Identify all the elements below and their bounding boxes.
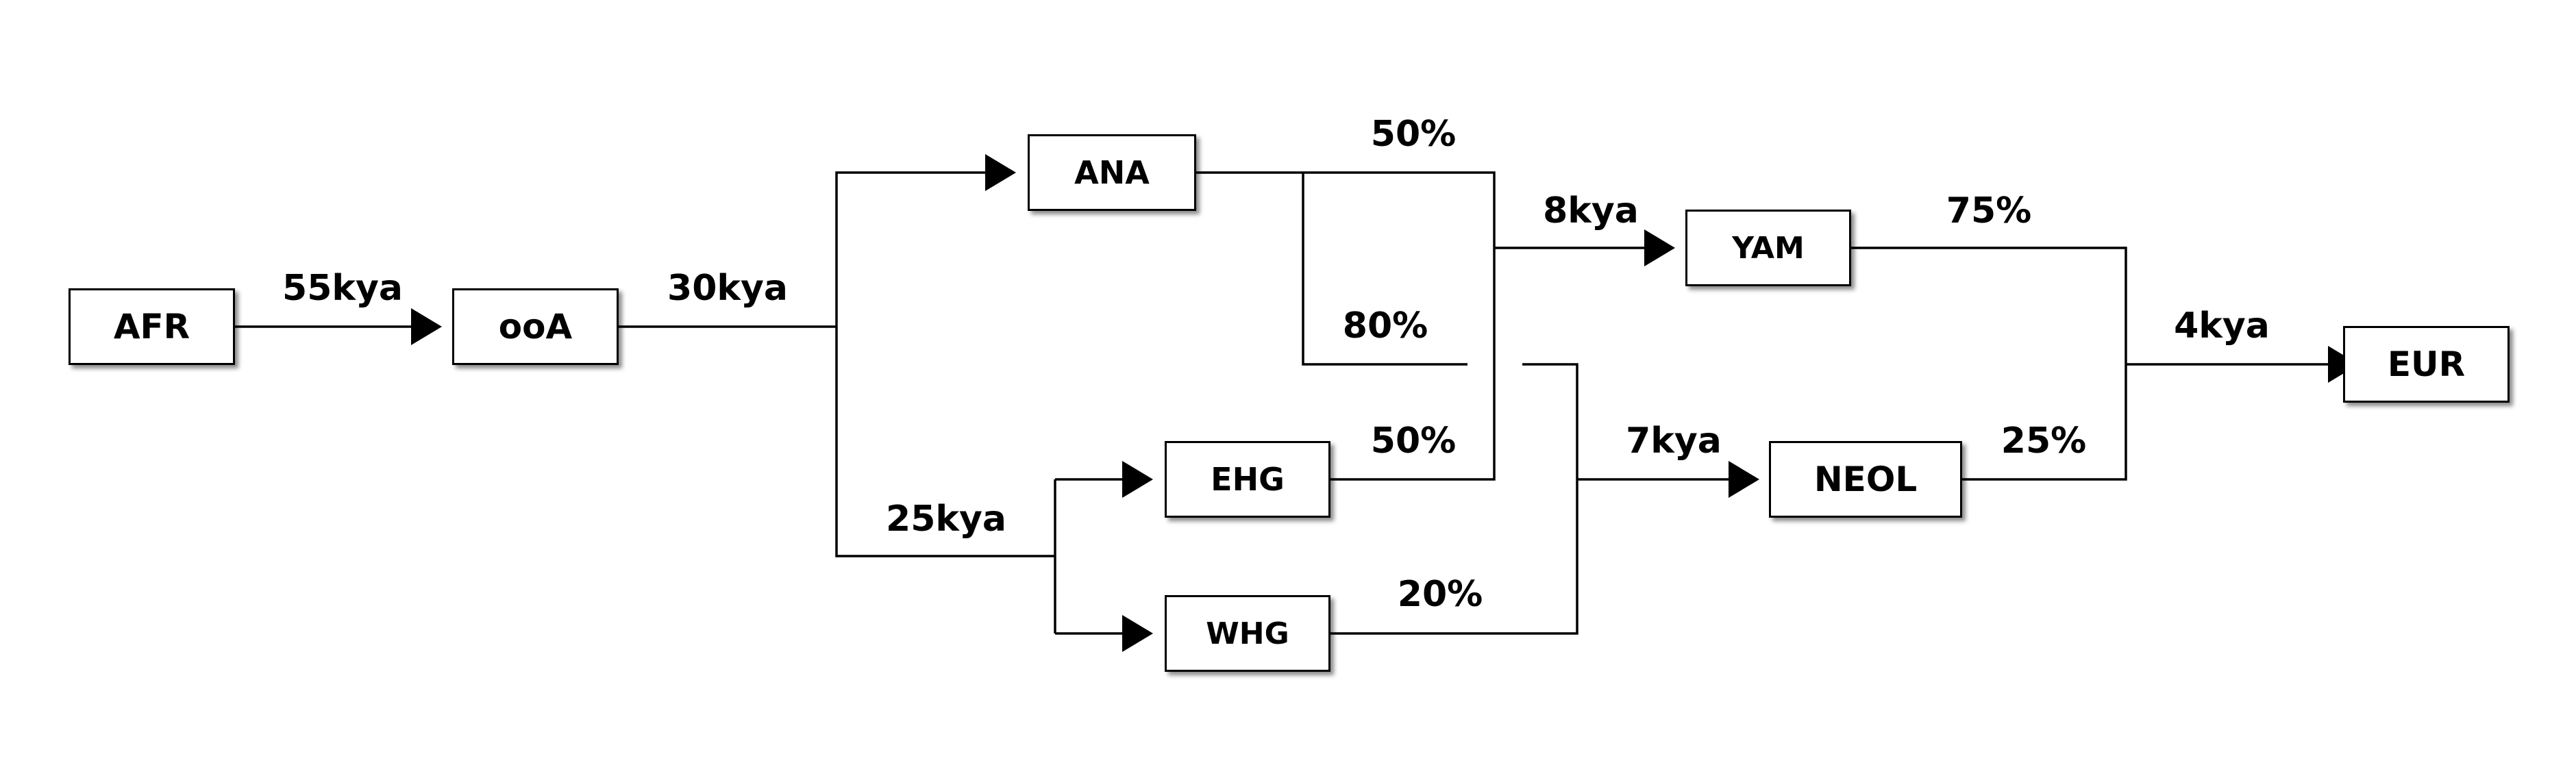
- node-ehg-label: EHG: [1211, 461, 1285, 498]
- label-afr-ooa-time: 55kya: [282, 268, 403, 309]
- label-yam-time: 8kya: [1543, 190, 1639, 231]
- node-yam: YAM: [1685, 210, 1851, 286]
- node-whg: WHG: [1165, 595, 1330, 672]
- edge-neol-merge: [1330, 363, 1730, 635]
- node-ana-label: ANA: [1074, 154, 1150, 191]
- node-ooa: ooA: [452, 288, 619, 365]
- node-neol-label: NEOL: [1813, 460, 1918, 499]
- arrowhead-ana: [985, 154, 1016, 191]
- node-eur-label: EUR: [2387, 344, 2466, 384]
- arrowhead-ooa: [411, 308, 442, 345]
- node-eur: EUR: [2343, 326, 2510, 403]
- node-yam-label: YAM: [1732, 230, 1805, 266]
- node-whg-label: WHG: [1206, 616, 1289, 651]
- label-yam-to-eur-pct: 75%: [1946, 190, 2032, 231]
- label-neol-time: 7kya: [1626, 420, 1722, 462]
- edge-to-eur: [1851, 247, 2329, 481]
- label-hg-split-time: 25kya: [886, 499, 1006, 540]
- edge-hg-split: [1054, 478, 1124, 635]
- arrowhead-neol: [1729, 461, 1759, 498]
- node-afr: AFR: [69, 288, 235, 365]
- label-ooa-split-time: 30kya: [667, 268, 788, 309]
- node-afr-label: AFR: [113, 307, 190, 347]
- label-ana-to-neol-pct: 80%: [1342, 305, 1428, 347]
- edge-ooa-split: [619, 171, 1055, 557]
- label-neol-to-eur-pct: 25%: [2001, 420, 2087, 462]
- label-eur-time: 4kya: [2174, 305, 2270, 347]
- edge-ana-out: [1196, 171, 1496, 366]
- node-ana: ANA: [1028, 134, 1196, 211]
- arrowhead-yam: [1644, 229, 1675, 266]
- arrowhead-ehg: [1122, 461, 1153, 498]
- edge-ehg-merge: [1330, 248, 1496, 481]
- label-ana-to-yam-pct: 50%: [1370, 114, 1457, 155]
- label-whg-to-neol-pct: 20%: [1397, 574, 1483, 615]
- node-ooa-label: ooA: [498, 307, 573, 347]
- node-ehg: EHG: [1165, 441, 1330, 518]
- arrowhead-whg: [1122, 615, 1153, 652]
- label-ehg-to-yam-pct: 50%: [1370, 420, 1457, 462]
- node-neol: NEOL: [1769, 441, 1962, 518]
